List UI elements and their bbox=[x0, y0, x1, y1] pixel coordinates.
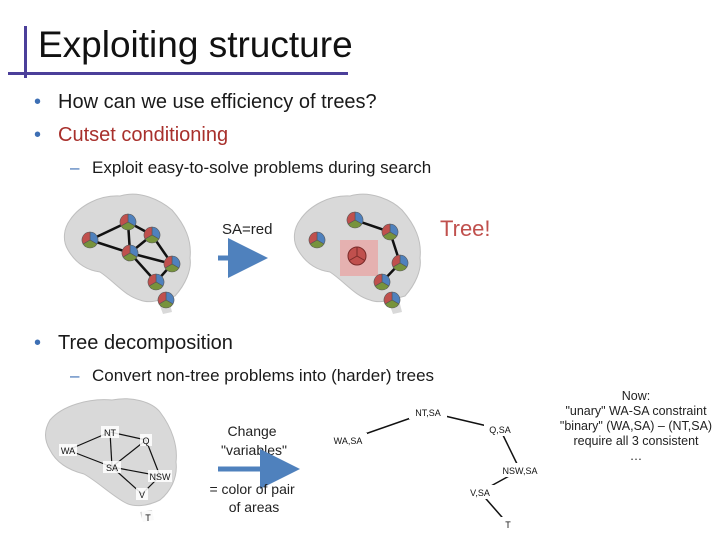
pie-node-icon bbox=[119, 213, 137, 231]
region-node-bg bbox=[101, 426, 119, 438]
region-node-t: T bbox=[145, 513, 151, 523]
pie-node-icon bbox=[147, 273, 165, 291]
tree-label: Tree! bbox=[440, 216, 491, 241]
pie-node-red-icon bbox=[347, 246, 367, 266]
tree-node-bg bbox=[484, 422, 516, 436]
note-line: "binary" (WA,SA) – (NT,SA) bbox=[560, 419, 712, 433]
tree-node-bg bbox=[464, 485, 496, 499]
change-label-line-2: "variables" bbox=[221, 442, 287, 458]
tree-node-bg bbox=[498, 463, 542, 477]
region-node-bg bbox=[148, 470, 172, 482]
bullet-2: • Cutset conditioning bbox=[34, 124, 228, 147]
dash-icon: – bbox=[70, 158, 80, 177]
tree-node-bg bbox=[501, 517, 515, 531]
pie-node-icon bbox=[346, 211, 364, 229]
subbullet-1-text: Exploit easy-to-solve problems during se… bbox=[92, 158, 432, 177]
region-node-nsw: NSW bbox=[150, 472, 172, 482]
note-line: Now: bbox=[622, 390, 650, 403]
pie-nodes-left bbox=[81, 213, 181, 309]
tree-node-t: T bbox=[505, 520, 511, 530]
tree-node-bg bbox=[409, 405, 447, 419]
note-line: … bbox=[630, 449, 643, 463]
title-accent-bar bbox=[24, 26, 27, 78]
tree-node-v-sa: V,SA bbox=[470, 488, 490, 498]
dash-icon: – bbox=[70, 366, 80, 385]
note-line: require all 3 consistent bbox=[573, 434, 699, 448]
region-node-wa: WA bbox=[61, 446, 75, 456]
subbullet-2-text: Convert non-tree problems into (harder) … bbox=[92, 366, 435, 385]
tree-node-nt-sa: NT,SA bbox=[415, 408, 441, 418]
region-node-v: V bbox=[139, 490, 145, 500]
slide-title: Exploiting structure bbox=[38, 24, 353, 65]
change-label-line-1: Change bbox=[228, 423, 277, 439]
region-node-bg bbox=[140, 434, 152, 446]
change-label: Change "variables" bbox=[221, 423, 287, 458]
pair-label-line-2: of areas bbox=[229, 499, 280, 515]
tree-nodes: NT,SA WA,SA Q,SA NSW,SA V,SA T bbox=[329, 405, 542, 531]
pie-node-icon bbox=[121, 244, 139, 262]
bullet-dot-icon: • bbox=[34, 332, 42, 354]
pie-node-icon bbox=[143, 226, 161, 244]
region-node-q: Q bbox=[142, 436, 149, 446]
region-graph-nodes: NT Q WA SA NSW V T bbox=[59, 426, 172, 523]
region-node-bg bbox=[103, 461, 121, 473]
title-underline bbox=[8, 72, 348, 75]
tree-node-nsw-sa: NSW,SA bbox=[502, 466, 537, 476]
bullet-3-text: Tree decomposition bbox=[58, 332, 233, 354]
pie-node-icon bbox=[383, 291, 401, 309]
pair-label: = color of pair of areas bbox=[209, 481, 298, 515]
bullet-2-text: Cutset conditioning bbox=[58, 124, 229, 146]
pie-node-icon bbox=[81, 231, 99, 249]
bullet-dot-icon: • bbox=[34, 91, 42, 113]
pie-node-icon bbox=[373, 273, 391, 291]
subbullet-1: –Exploit easy-to-solve problems during s… bbox=[70, 158, 431, 178]
pie-node-icon bbox=[163, 255, 181, 273]
pie-node-icon bbox=[157, 291, 175, 309]
pie-node-icon bbox=[391, 254, 409, 272]
tree-node-q-sa: Q,SA bbox=[489, 425, 511, 435]
note-text: Now:"unary" WA-SA constraint"binary" (WA… bbox=[560, 390, 712, 463]
region-node-nt: NT bbox=[104, 428, 116, 438]
subbullet-2: –Convert non-tree problems into (harder)… bbox=[70, 366, 434, 386]
cutset-figure: SA=red Tree! bbox=[63, 193, 491, 314]
tree-node-bg bbox=[329, 433, 367, 447]
decomposition-figure: NT Q WA SA NSW V T Change "variables" = color … bbox=[45, 390, 712, 531]
region-node-sa: SA bbox=[106, 463, 118, 473]
pie-nodes-right bbox=[308, 211, 409, 309]
assign-label: SA=red bbox=[222, 221, 272, 238]
region-node-bg bbox=[136, 488, 148, 500]
bullet-3: • Tree decomposition bbox=[34, 332, 233, 355]
bullet-1-text: How can we use efficiency of trees? bbox=[58, 91, 377, 113]
pie-node-icon bbox=[308, 231, 326, 249]
bullet-1: • How can we use efficiency of trees? bbox=[34, 91, 377, 114]
region-node-bg bbox=[142, 511, 154, 523]
bullet-dot-icon: • bbox=[34, 124, 42, 146]
pie-node-icon bbox=[381, 223, 399, 241]
pair-label-line-1: = color of pair bbox=[209, 481, 295, 497]
tree-node-wa-sa: WA,SA bbox=[334, 436, 363, 446]
note-line: "unary" WA-SA constraint bbox=[565, 404, 707, 418]
region-node-bg bbox=[59, 444, 77, 456]
